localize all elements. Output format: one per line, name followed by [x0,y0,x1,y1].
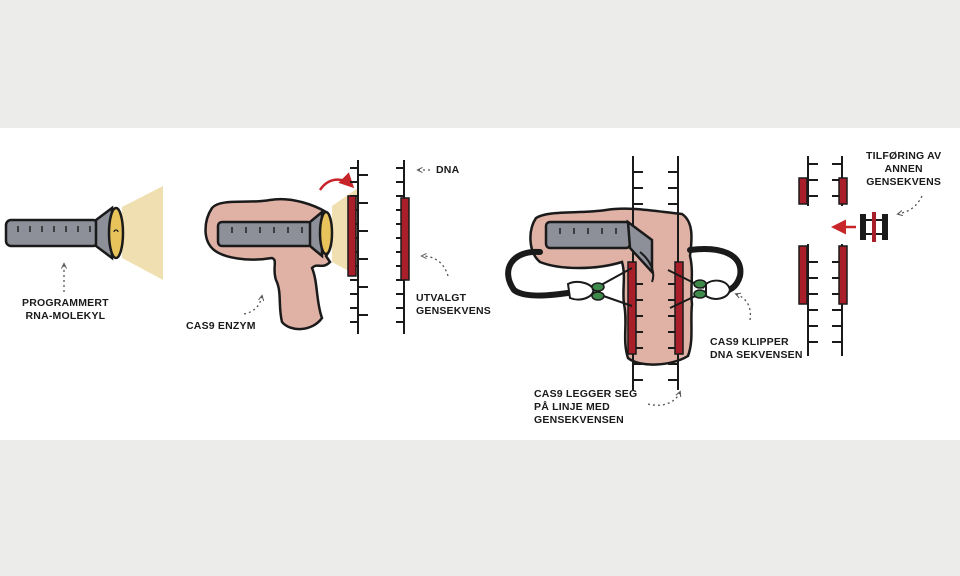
new-gene-sequence-icon [860,212,888,242]
target-sequence-marker [400,197,410,281]
left-arm [505,248,577,299]
lower-left-sequence-marker [798,245,808,305]
label-dna: DNA [436,164,460,176]
dna-strand-left [350,160,368,334]
aligned-sequence-right-marker [674,261,684,355]
aligned-sequence-left-marker [627,261,637,355]
gene-sequence-marker [347,195,357,277]
label-cas9-aligns: CAS9 LEGGER SEG PÅ LINJE MED GENSEKVENSE… [534,388,638,426]
dna-upper-fragment [807,156,843,206]
upper-left-sequence-marker [798,177,808,205]
flashlight-in-enzyme-icon [216,209,334,259]
right-glove-scissors-icon [667,269,732,309]
label-target-sequence: UTVALGT GENSEKVENS [416,292,491,317]
lower-right-sequence-marker [838,245,848,305]
label-cas9-enzyme: CAS9 ENZYM [186,320,256,332]
label-rna-molecule: PROGRAMMERT RNA-MOLEKYL [22,297,109,322]
flashlight-rna-icon [4,186,163,280]
flashlight-aligned-icon [544,219,655,283]
dna-lower-fragment [807,244,843,356]
upper-right-sequence-marker [838,177,848,205]
label-insertion: TILFØRING AV ANNEN GENSEKVENS [866,150,942,188]
left-glove-scissors-icon [566,267,633,307]
label-cas9-cuts: CAS9 KLIPPER DNA SEKVENSEN [710,336,803,361]
red-arrow-icon [318,172,355,191]
